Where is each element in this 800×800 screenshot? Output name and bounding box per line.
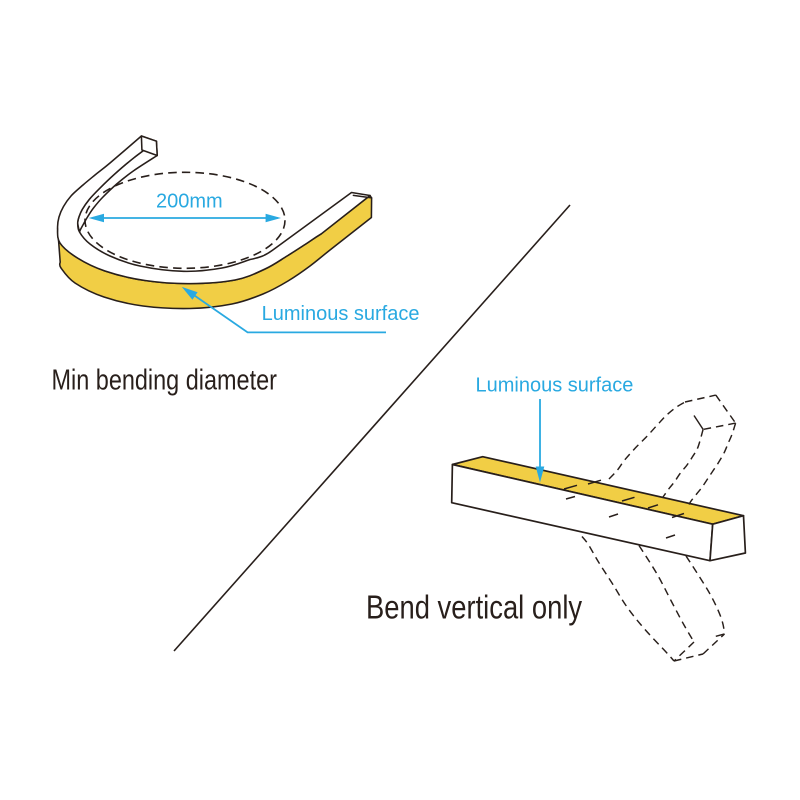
svg-text:Bend vertical only: Bend vertical only: [366, 589, 583, 626]
svg-text:Luminous surface: Luminous surface: [476, 375, 634, 397]
svg-text:Min bending diameter: Min bending diameter: [52, 363, 278, 396]
svg-text:Luminous surface: Luminous surface: [262, 303, 420, 325]
svg-text:200mm: 200mm: [156, 190, 223, 212]
